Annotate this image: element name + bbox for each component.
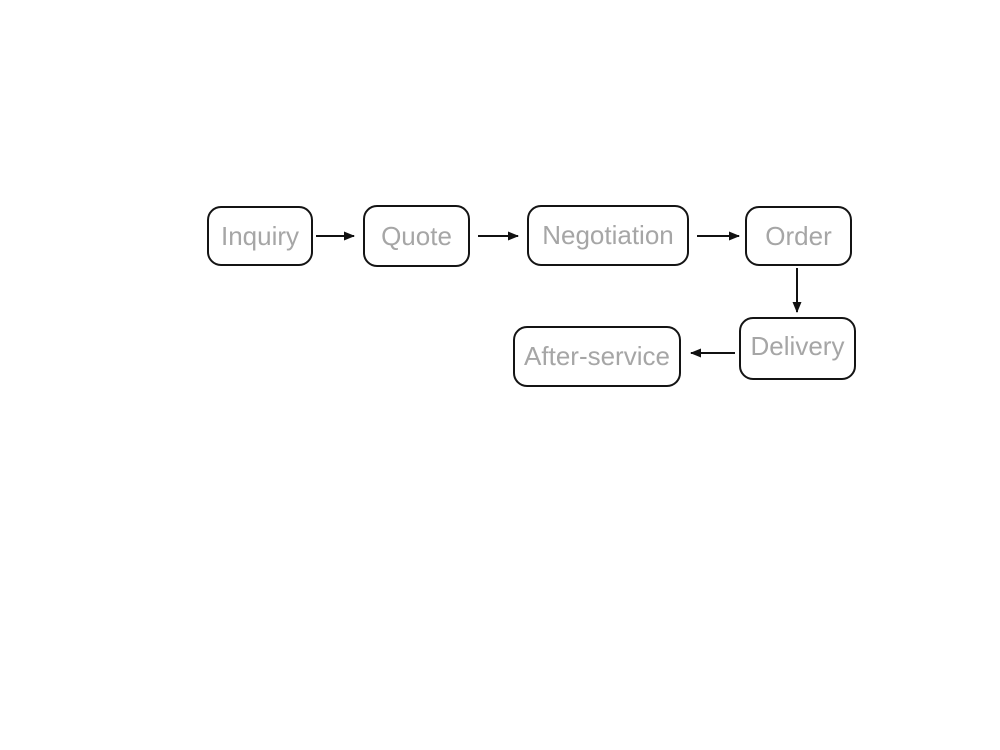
node-order-label: Order [765,220,832,251]
node-quote: Quote [363,205,470,267]
node-delivery-label: Delivery [750,331,845,361]
node-after-service: After-service [513,326,681,387]
node-inquiry-label: Inquiry [220,220,300,251]
node-negotiation: Negotiation [527,205,689,266]
node-delivery: Delivery [739,317,856,380]
node-inquiry: Inquiry [207,206,313,266]
node-order: Order [745,206,852,266]
node-after-service-label: After-service [524,341,670,371]
node-quote-label: Quote [381,220,452,251]
node-negotiation-label: Negotiation [542,220,674,250]
